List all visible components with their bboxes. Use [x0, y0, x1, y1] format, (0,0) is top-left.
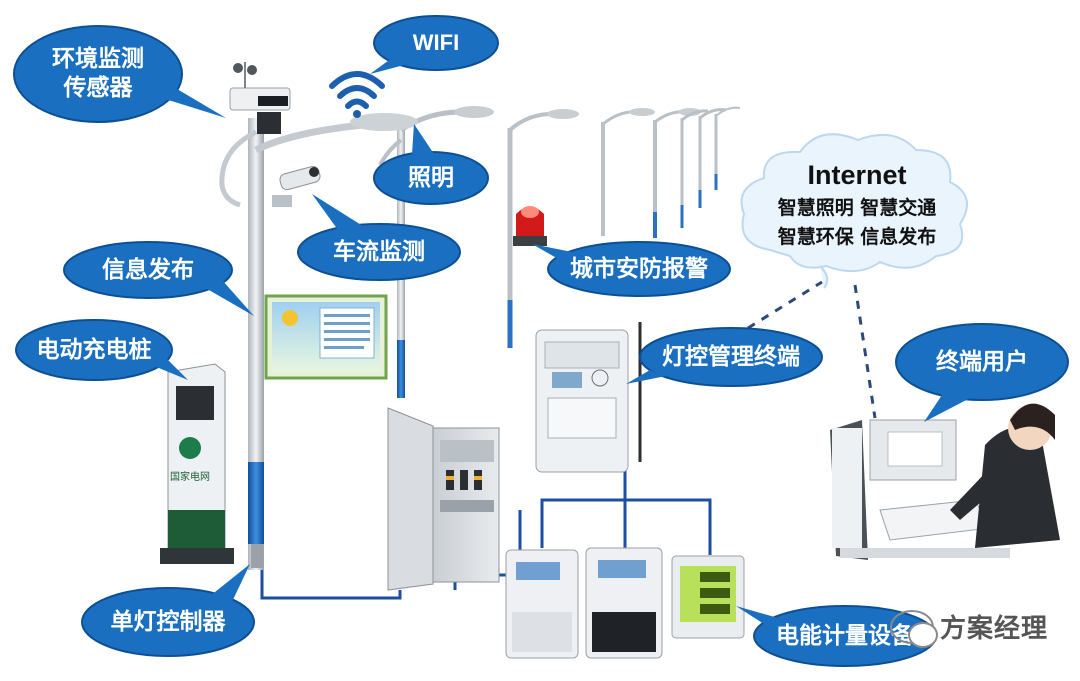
- label-lamp-terminal: 灯控管理终端: [662, 343, 800, 370]
- watermark-text: 方案经理: [940, 614, 1049, 644]
- ev-charger: 国家电网: [160, 363, 234, 564]
- charger-brand-text: 国家电网: [170, 470, 210, 483]
- info-screen: [264, 294, 388, 380]
- bubble-ev-charger: 电动充电桩: [14, 318, 188, 382]
- cloud-line-2: 智慧环保 信息发布: [777, 226, 937, 248]
- bubble-wifi: WIFI: [370, 14, 500, 74]
- bubble-traffic: 车流监测: [296, 194, 462, 282]
- energy-meters: [505, 547, 745, 659]
- end-user-scene: [830, 403, 1060, 560]
- wechat-icon: [890, 609, 938, 648]
- watermark: 方案经理: [890, 608, 1049, 648]
- alarm-light: [513, 206, 547, 246]
- label-info-publish: 信息发布: [102, 256, 194, 283]
- lamp-terminal-device: [535, 322, 642, 473]
- internet-cloud-text: Internet 智慧照明 智慧交通 智慧环保 信息发布: [762, 160, 952, 249]
- bubble-lighting: 照明: [372, 124, 490, 206]
- main-pole: [219, 62, 418, 570]
- label-traffic: 车流监测: [333, 238, 425, 265]
- bubble-city-alarm: 城市安防报警: [532, 240, 732, 298]
- label-env-sensor: 环境监测 传感器: [52, 46, 144, 101]
- cloud-line-1: 智慧照明 智慧交通: [777, 197, 937, 219]
- distribution-cabinet: [387, 407, 500, 591]
- dashed-links: [747, 280, 877, 419]
- label-single-lamp: 单灯控制器: [110, 608, 226, 635]
- bubble-single-lamp: 单灯控制器: [80, 564, 256, 658]
- label-end-user: 终端用户: [936, 348, 1028, 375]
- bubble-env-sensor: 环境监测 传感器: [12, 24, 226, 124]
- bubble-end-user: 终端用户: [894, 322, 1070, 422]
- distant-poles: [507, 106, 741, 348]
- label-ev-charger: 电动充电桩: [36, 336, 152, 363]
- label-city-alarm: 城市安防报警: [570, 255, 708, 282]
- wifi-icon: [329, 71, 385, 118]
- cloud-title: Internet: [807, 160, 907, 190]
- label-lighting: 照明: [408, 164, 454, 191]
- internet-cloud: [740, 133, 969, 273]
- bubble-lamp-terminal: 灯控管理终端: [626, 326, 824, 388]
- bubble-info-publish: 信息发布: [62, 240, 254, 316]
- label-wifi: WIFI: [412, 30, 460, 56]
